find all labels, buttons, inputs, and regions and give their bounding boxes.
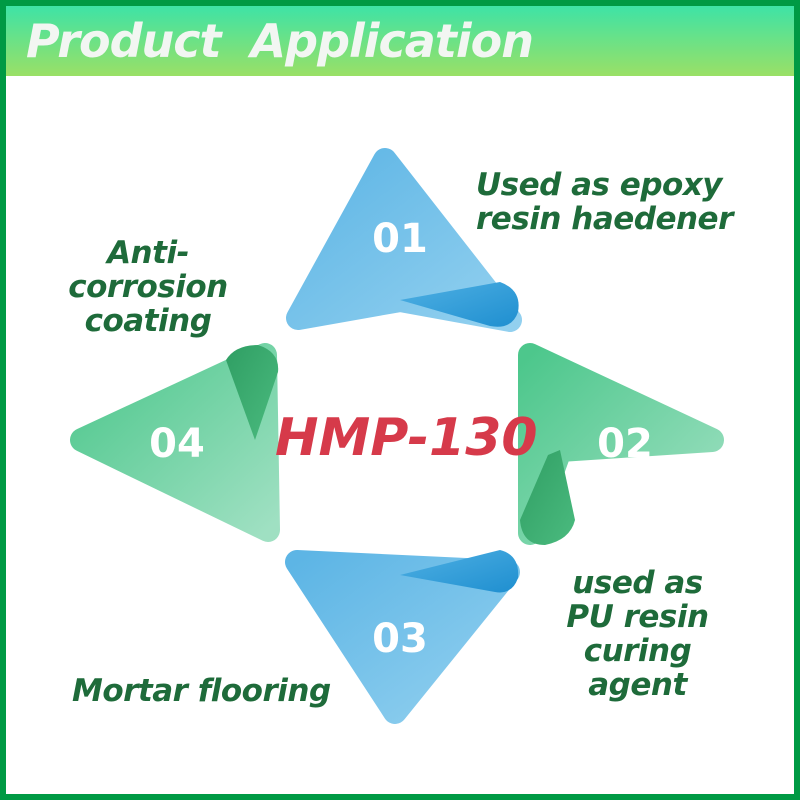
label-04: Anti-corrosion coating [28, 236, 268, 338]
segment-01 [286, 148, 522, 332]
label-03: Mortar flooring [72, 674, 331, 708]
label-01-line2: resin haedener [476, 201, 733, 237]
label-01-line1: Used as epoxy [476, 167, 723, 203]
segment-04 [70, 343, 280, 542]
segment-02 [518, 343, 724, 545]
label-01: Used as epoxy resin haedener [476, 168, 733, 236]
number-03: 03 [372, 616, 428, 662]
label-04-line1: Anti-corrosion [68, 235, 228, 305]
label-04-line2: coating [84, 303, 212, 339]
number-04: 04 [149, 421, 205, 467]
segment-03 [285, 550, 520, 724]
label-02-line1: used as [572, 565, 703, 601]
page-title: Product Application [26, 14, 534, 68]
label-03-line1: Mortar flooring [72, 673, 331, 709]
number-01: 01 [372, 216, 428, 262]
label-02-line3: curing agent [583, 633, 692, 703]
label-02: used as PU resin curing agent [530, 566, 745, 702]
header-banner: Product Application [6, 6, 794, 76]
number-02: 02 [597, 421, 653, 467]
label-02-line2: PU resin [566, 599, 709, 635]
product-name: HMP-130 [275, 408, 538, 468]
